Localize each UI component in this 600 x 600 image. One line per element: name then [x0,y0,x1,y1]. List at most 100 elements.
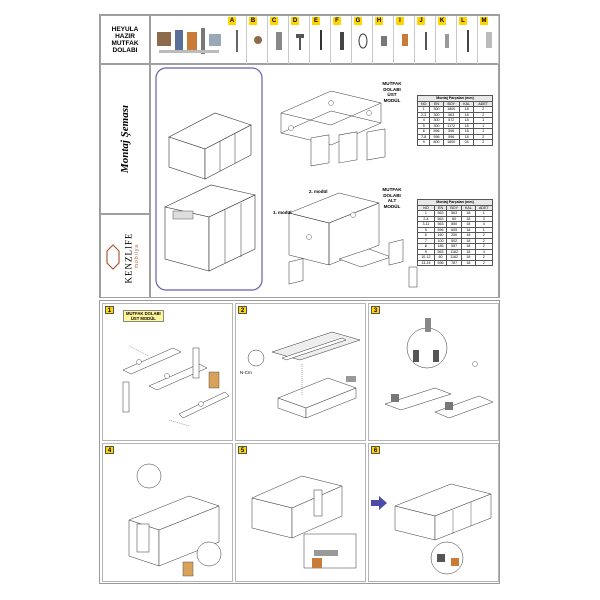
vertical-title-panel: Montaj Şeması [100,64,150,214]
table-cell: 9 [416,139,431,146]
hardware-letter: J [417,17,425,25]
table-cell: 1800 [442,139,460,146]
tag-line: ÜST MODÜL [130,316,156,321]
table-cell: 300 [429,106,444,113]
hardware-letter: C [270,17,278,25]
hardware-part-icon [254,36,262,44]
hardware-item: E [311,16,331,65]
module-tag: MUTFAK DOLABI ÜST MODÜL [123,310,164,322]
table-cell: 1 [473,117,493,124]
column-header: EN [429,100,444,107]
step-1: 1 MUTFAK DOLABI ÜST MODÜL [102,303,233,441]
hardware-letter: A [228,17,236,25]
title-line: HAZIR [115,32,135,40]
hardware-part-icon [358,33,368,49]
hardware-item: F [332,16,352,65]
hardware-item: C [269,16,289,65]
table-cell: 800 [429,139,444,146]
table-cell: 787 [446,259,463,266]
hardware-item: G [353,16,373,65]
hardware-item: M [479,16,499,65]
tools-image [157,28,221,54]
lower-module-exploded [288,192,418,288]
hardware-part-icon [402,34,408,46]
step-3: 3 [368,303,499,441]
table-cell: 2 [473,111,493,118]
hardware-item: A [227,16,247,65]
brand-logo-icon [106,244,120,270]
step-6: 6 [368,443,499,582]
table-cell: 300 [429,117,444,124]
hardware-letter: M [480,17,488,25]
table-cell: 1162 [446,254,463,261]
step-1-drawing [122,345,229,427]
table-cell: 2 [473,106,493,113]
label-line: MUTFAK DOLABI [382,81,402,92]
hardware-part-icon [381,36,387,46]
hardware-letter: D [291,17,299,25]
hardware-part-icon [296,34,304,50]
hardware-letter: I [396,17,404,25]
arrow-icon [371,496,387,510]
step-number: 5 [238,446,247,454]
label-line: ALT [387,198,397,203]
tag-line: MUTFAK DOLABI [126,311,161,316]
upper-module-label: MUTFAK DOLABI ÜST MODÜL [373,81,411,103]
step-number: 3 [371,306,380,314]
column-header: NO [416,100,431,107]
hardware-part-icon [320,30,322,50]
column-header: KAL [458,100,475,107]
title-line: DOLABI [112,46,138,54]
hardware-part-icon [425,32,427,50]
step-4: 4 [102,443,233,582]
title-line: MUTFAK [111,39,139,47]
hardware-part-icon [276,32,282,50]
hardware-item: J [416,16,436,65]
hardware-item: D [290,16,310,65]
title-line: HEYULA [111,25,139,33]
table-cell: 300 [429,111,444,118]
table-cell: 18 [458,111,475,118]
table-cell: 596 [433,259,448,266]
hardware-item: K [437,16,457,65]
table-cell: 4 [416,117,431,124]
label-line: MODÜL [383,203,401,209]
hardware-part-icon [445,34,449,48]
table-cell: 2 [474,259,494,266]
step-3-drawing [384,318,494,419]
label-line: ÜST [387,92,397,97]
lower-module-label: MUTFAK DOLABI ALT MODÜL [373,187,411,209]
brand-panel: KENZLIFE mobilya [100,214,150,298]
step-number: 6 [371,446,380,454]
step-6-drawing [371,483,492,575]
column-header: ADET [473,100,493,107]
step-5: 5 [235,443,366,582]
montaj-title: Montaj Şeması [119,104,131,174]
hardware-part-icon [486,32,492,48]
label-line: MUTFAK DOLABI [382,187,402,198]
hardware-letter: K [438,17,446,25]
step-5-drawing [251,475,357,569]
product-title: HEYULA HAZIR MUTFAK DOLABI [100,15,150,64]
hardware-item: B [248,16,268,65]
model-label-1: 1. modül [273,210,292,215]
hardware-item: I [395,16,415,65]
step-2-drawing [247,331,361,419]
table-cell: 13-14 [417,259,435,266]
label-line: MODÜL [383,97,401,103]
table-cell: 18 [461,259,476,266]
hardware-letter: F [333,17,341,25]
step-number: 4 [105,446,114,454]
ncm-label: N-Cm [240,370,252,375]
step-number: 1 [105,306,114,314]
overview-cabinets [155,67,263,291]
